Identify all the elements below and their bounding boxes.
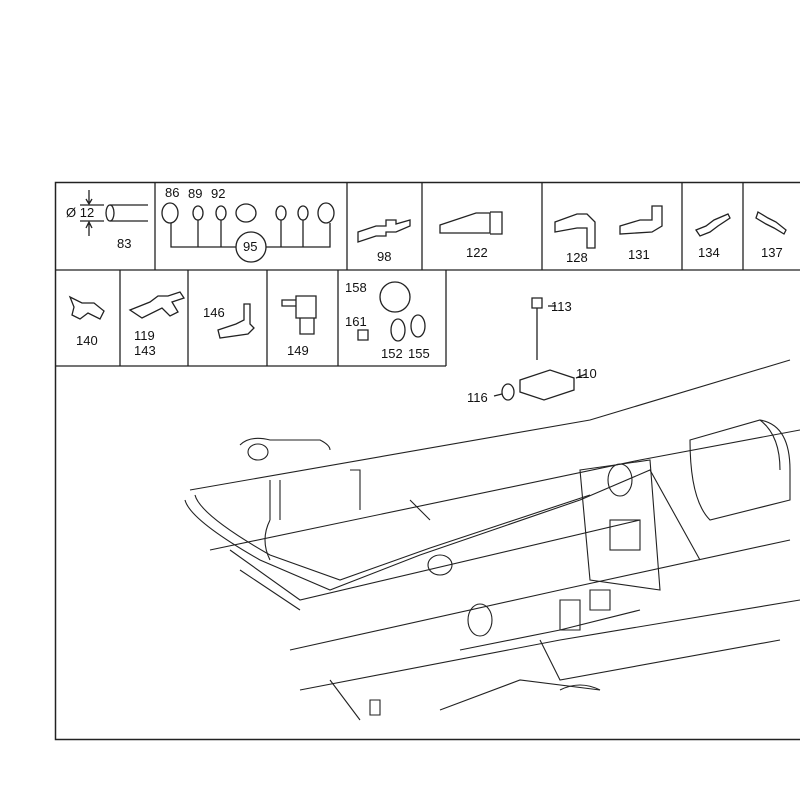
part-98-label: 98: [377, 249, 392, 264]
part-122-label: 122: [466, 245, 488, 260]
part-116-label: 116: [467, 390, 488, 405]
part-146-label: 146: [203, 305, 225, 320]
grid-dividers: [119, 182, 744, 366]
part-152-label: 152: [381, 346, 403, 361]
part-110-label: 110: [576, 366, 597, 381]
part-113-label: 113: [551, 299, 572, 314]
part-86-label: 86: [165, 185, 180, 200]
valve-assembly-icon: [493, 297, 587, 401]
part-92-label: 92: [211, 186, 226, 201]
part-119-label: 119: [134, 328, 155, 343]
part-161-label: 161: [345, 314, 367, 329]
part-137-label: 137: [761, 245, 783, 260]
part-143-label: 143: [134, 343, 156, 358]
part-155-label: 155: [408, 346, 430, 361]
chassis-drawing: [184, 359, 800, 721]
part-149-label: 149: [287, 343, 309, 358]
part-83-label: 83: [117, 236, 132, 251]
tube-icon: [80, 190, 148, 236]
part-131-label: 131: [628, 247, 650, 262]
tube-diameter-label: Ø 12: [66, 205, 95, 220]
fitting-set-icon: [161, 202, 335, 263]
part-95-label: 95: [243, 239, 258, 254]
part-128-label: 128: [566, 250, 588, 265]
part-140-label: 140: [76, 333, 98, 348]
part-158-label: 158: [345, 280, 367, 295]
part-89-label: 89: [188, 186, 203, 201]
connector-icons: [68, 205, 787, 342]
part-134-label: 134: [698, 245, 720, 260]
